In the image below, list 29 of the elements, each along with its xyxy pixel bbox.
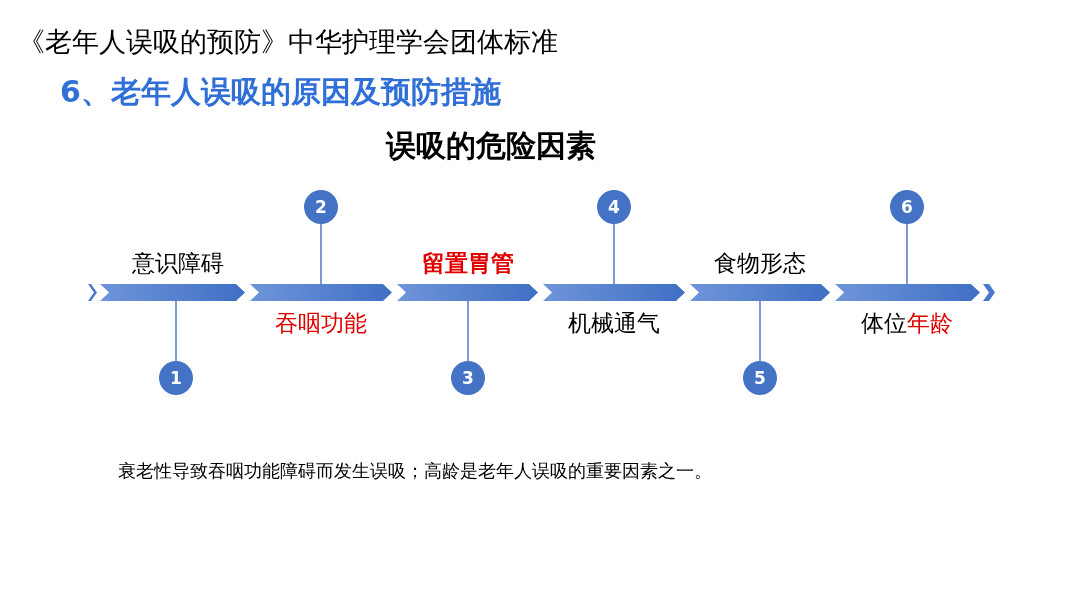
factor-label: 年龄 [907,310,953,336]
connector-line [906,223,908,285]
note-text: 衰老性导致吞咽功能障碍而发生误吸；高龄是老年人误吸的重要因素之一。 [118,459,712,483]
connector-line [320,223,322,285]
timeline-segment [835,284,980,301]
timeline-segment [543,284,685,301]
timeline-segment [690,284,830,301]
timeline-segment [250,284,392,301]
number-circle: 4 [597,190,631,224]
number-circle: 1 [159,361,193,395]
factor-label: 机械通气 [568,310,660,336]
connector-line [467,300,469,362]
number-circle: 2 [304,190,338,224]
subheading: 误吸的危险因素 [386,127,596,165]
connector-line [759,300,761,362]
factor-label: 意识障碍 [132,250,224,276]
number-circle: 6 [890,190,924,224]
factor-label: 留置胃管 [422,250,514,276]
timeline-segment [397,284,538,301]
timeline-segment [100,284,245,301]
slide-title: 《老年人误吸的预防》中华护理学会团体标准 [18,25,558,59]
number-circle: 3 [451,361,485,395]
factor-label: 体位 [861,310,907,336]
connector-line [613,223,615,285]
section-heading: 6、老年人误吸的原因及预防措施 [60,73,501,111]
number-circle: 5 [743,361,777,395]
connector-line [175,300,177,362]
factor-label: 吞咽功能 [275,310,367,336]
factor-label: 食物形态 [714,250,806,276]
